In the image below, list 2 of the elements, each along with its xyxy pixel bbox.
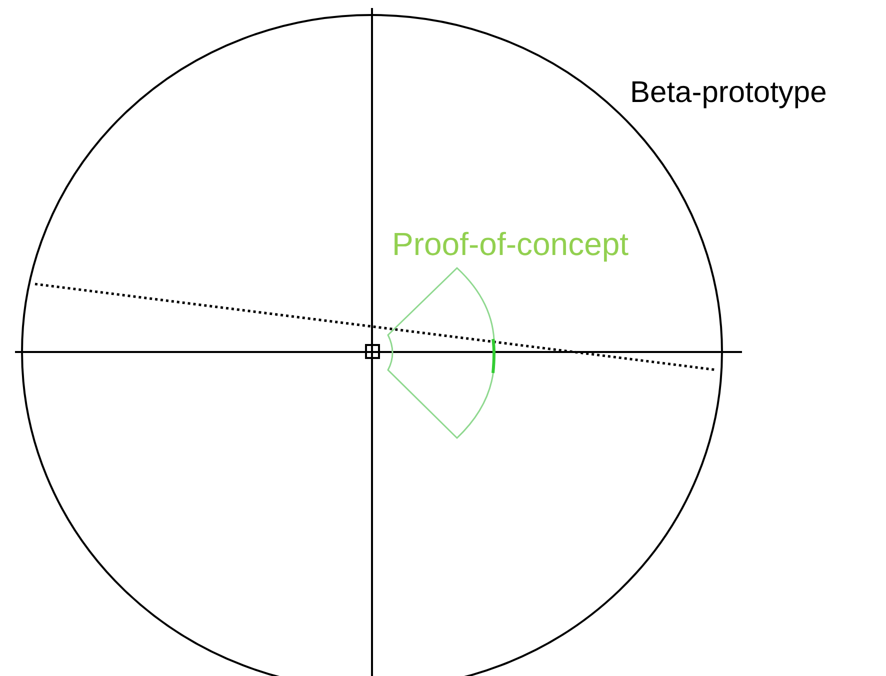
shape-label: Beta-prototype — [630, 78, 827, 108]
shape-label: Proof-of-concept — [392, 228, 629, 260]
